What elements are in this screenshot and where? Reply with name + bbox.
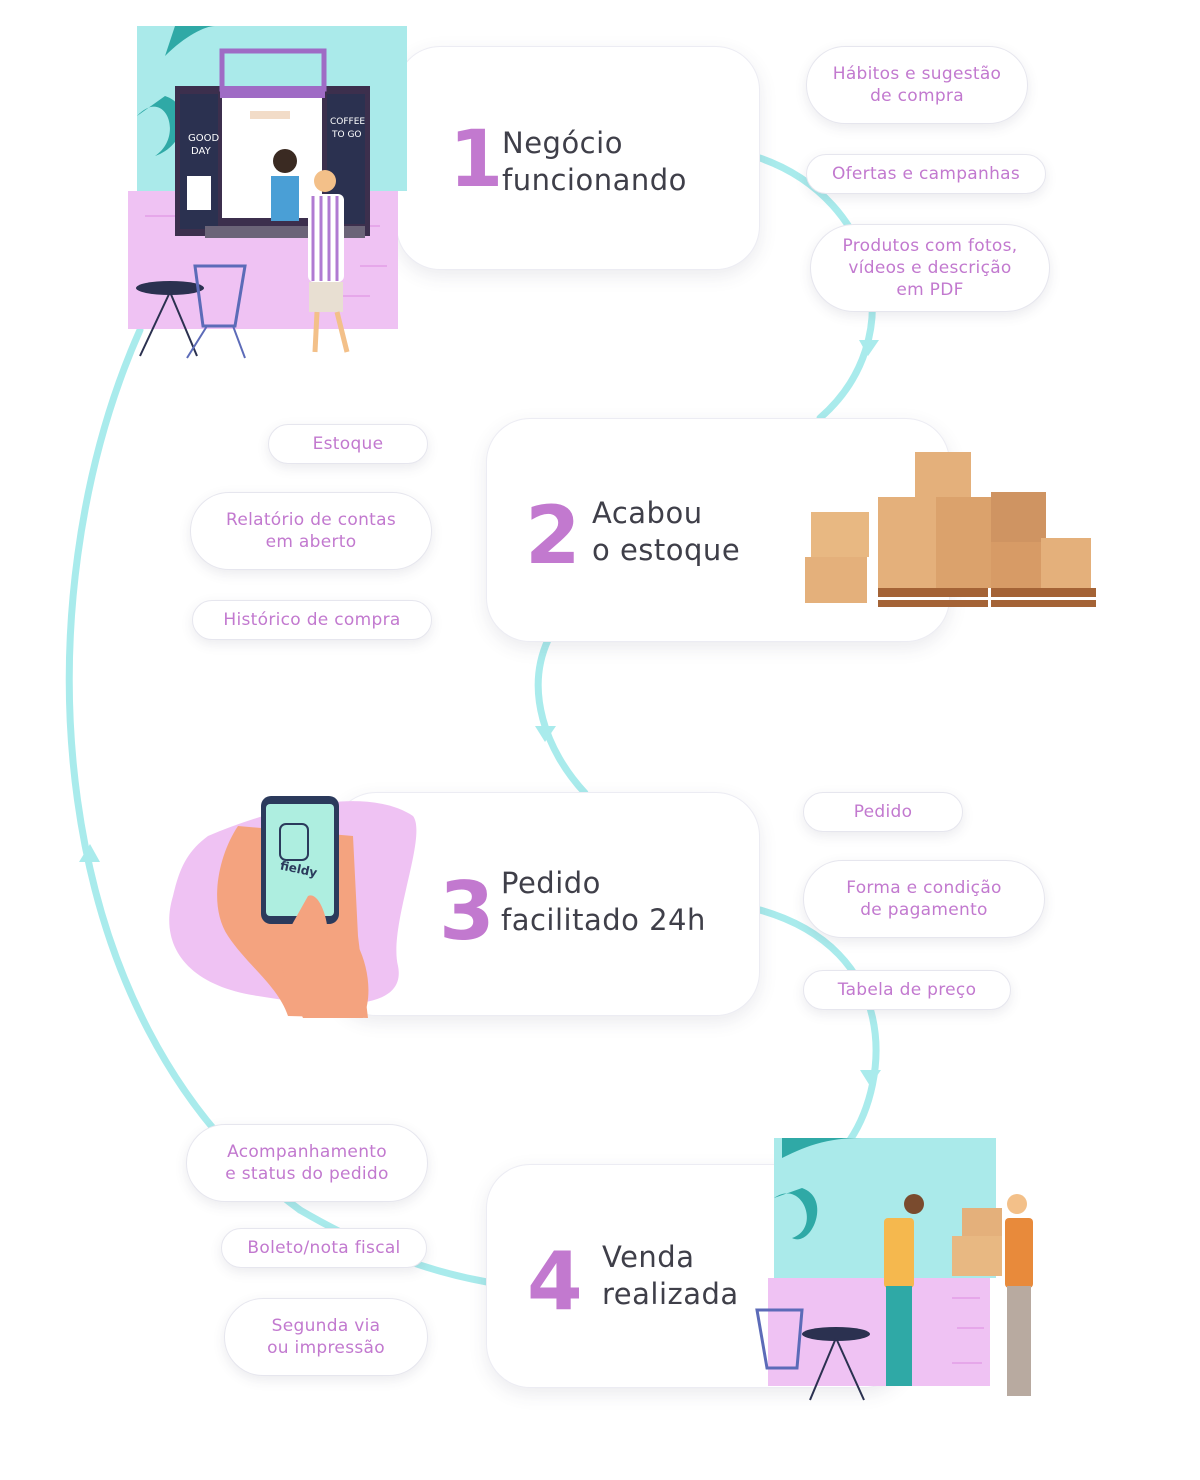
step-title: Venda realizada <box>602 1240 739 1311</box>
arrow-head-3 <box>860 1070 881 1086</box>
step-number: 2 <box>525 489 581 582</box>
pill-historico: Histórico de compra <box>192 600 432 640</box>
pill-estoque: Estoque <box>268 424 428 464</box>
pill-pedido: Pedido <box>803 792 963 832</box>
stacked-boxes-illustration <box>805 452 1096 607</box>
flow-line-return <box>65 326 304 1214</box>
pill-tabela-preco: Tabela de preço <box>803 970 1011 1010</box>
svg-text:TO GO: TO GO <box>331 130 362 140</box>
delivery-handover-illustration <box>755 1138 1033 1401</box>
step-number: 3 <box>439 865 495 958</box>
step-number: 4 <box>527 1235 583 1328</box>
step-card-3: 3 Pedido facilitado 24h <box>332 792 760 1016</box>
step-card-1: 1 Negócio funcionando <box>396 46 760 270</box>
flow-line-2-3 <box>534 636 589 797</box>
step-number: 1 <box>449 115 504 205</box>
flow-line-3-4 <box>756 906 880 1144</box>
arrow-head-return <box>79 844 100 862</box>
arrow-head-1 <box>859 340 879 356</box>
step-title: Acabou o estoque <box>592 496 741 567</box>
arrow-head-2 <box>535 726 556 742</box>
phone-in-hand-illustration: fieldy <box>169 796 417 1018</box>
svg-text:GOOD: GOOD <box>188 133 219 144</box>
svg-text:DAY: DAY <box>191 146 212 157</box>
step-title: Negócio funcionando <box>502 126 687 197</box>
step-title: Pedido facilitado 24h <box>501 866 706 937</box>
svg-text:COFFEE: COFFEE <box>330 117 365 127</box>
pill-ofertas: Ofertas e campanhas <box>806 154 1046 194</box>
coffee-shop-illustration: GOOD DAY COFFEE TO GO <box>128 26 407 359</box>
pill-boleto: Boleto/nota fiscal <box>221 1228 427 1268</box>
